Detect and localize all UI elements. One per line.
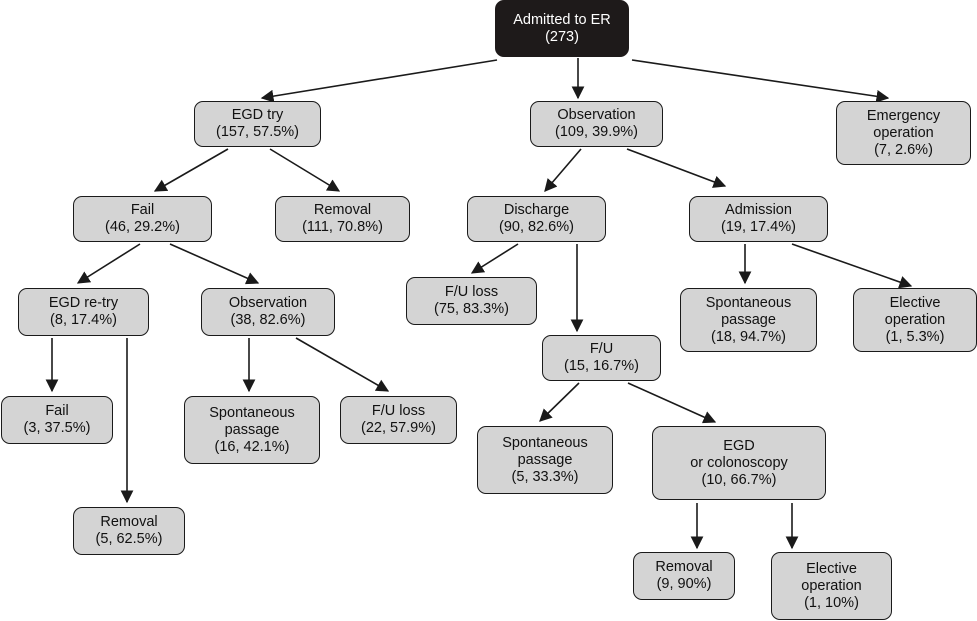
edge-observation-admission <box>626 148 727 188</box>
node-label: F/U loss <box>371 403 426 419</box>
node-label: Fail <box>130 202 155 218</box>
node-removal-2: Removal (5, 62.5%) <box>73 507 185 555</box>
node-label: EGD re-try <box>48 295 119 311</box>
node-label: Elective <box>889 294 941 311</box>
node-label: F/U <box>589 341 614 357</box>
node-spontaneous-passage-observation: Spontaneous passage (16, 42.1%) <box>184 396 320 464</box>
edge-fail-egd-retry <box>76 243 141 284</box>
node-observation-top: Observation (109, 39.9%) <box>530 101 663 147</box>
node-count: (5, 62.5%) <box>95 531 163 547</box>
node-label: or colonoscopy <box>690 454 788 471</box>
node-observation-2: Observation (38, 82.6%) <box>201 288 335 336</box>
node-count: (19, 17.4%) <box>721 219 796 235</box>
node-elective-operation-fu: Elective operation (1, 10%) <box>771 552 892 620</box>
node-label: Fail <box>45 403 69 419</box>
node-label: Removal <box>313 202 372 218</box>
node-count: (38, 82.6%) <box>230 312 306 328</box>
edge-fu-spontaneous <box>539 382 580 422</box>
node-count: (157, 57.5%) <box>215 124 300 140</box>
node-admitted-to-er: Admitted to ER (273) <box>495 0 629 57</box>
node-count: (111, 70.8%) <box>302 219 383 235</box>
node-label: passage <box>517 451 573 468</box>
node-elective-operation-admission: Elective operation (1, 5.3%) <box>853 288 977 352</box>
edge-root-emergency <box>631 59 890 103</box>
node-removal-1: Removal (111, 70.8%) <box>275 196 410 242</box>
node-count: (15, 16.7%) <box>564 358 639 374</box>
node-label: Discharge <box>503 202 570 218</box>
edge-egd-try-fail <box>153 148 229 192</box>
node-count: (9, 90%) <box>656 576 712 592</box>
node-discharge: Discharge (90, 82.6%) <box>467 196 606 242</box>
node-fu-loss-2: F/U loss (22, 57.9%) <box>340 396 457 444</box>
node-label: Removal <box>100 514 158 530</box>
node-label: operation <box>884 311 946 328</box>
node-fail-2: Fail (3, 37.5%) <box>1 396 113 444</box>
node-fu: F/U (15, 16.7%) <box>542 335 661 381</box>
node-spontaneous-passage-admission: Spontaneous passage (18, 94.7%) <box>680 288 817 352</box>
node-label: Admitted to ER <box>513 11 611 28</box>
node-count: (75, 83.3%) <box>434 301 509 317</box>
edge-discharge-fu-loss <box>470 243 519 274</box>
node-count: (7, 2.6%) <box>874 141 933 158</box>
node-count: (109, 39.9%) <box>554 124 639 140</box>
node-admission: Admission (19, 17.4%) <box>689 196 828 242</box>
node-count: (1, 10%) <box>804 594 859 611</box>
node-label: Observation <box>228 295 308 311</box>
node-egd-try: EGD try (157, 57.5%) <box>194 101 321 147</box>
node-count: (5, 33.3%) <box>511 468 579 485</box>
node-label: EGD try <box>231 107 284 123</box>
node-egd-or-colonoscopy: EGD or colonoscopy (10, 66.7%) <box>652 426 826 500</box>
node-spontaneous-passage-fu: Spontaneous passage (5, 33.3%) <box>477 426 613 494</box>
node-label: operation <box>873 124 934 141</box>
edge-observation-discharge <box>544 148 582 192</box>
node-label: F/U loss <box>444 284 499 300</box>
node-count: (8, 17.4%) <box>50 312 117 328</box>
node-label: passage <box>721 311 776 328</box>
node-label: Spontaneous <box>502 434 588 451</box>
node-label: Spontaneous <box>209 404 295 421</box>
node-emergency-operation: Emergency operation (7, 2.6%) <box>836 101 971 165</box>
node-fail-1: Fail (46, 29.2%) <box>73 196 212 242</box>
edge-fail-observation2 <box>169 243 260 285</box>
node-count: (18, 94.7%) <box>711 328 786 345</box>
node-count: (22, 57.9%) <box>361 420 436 436</box>
edge-admission-elective <box>791 243 913 289</box>
edge-egd-try-removal <box>269 148 341 192</box>
node-label: EGD <box>723 437 755 454</box>
edge-root-egd-try <box>260 59 498 103</box>
node-label: Removal <box>655 559 713 575</box>
node-label: passage <box>224 421 280 438</box>
node-label: Admission <box>725 202 792 218</box>
node-count: (46, 29.2%) <box>105 219 180 235</box>
node-egd-retry: EGD re-try (8, 17.4%) <box>18 288 149 336</box>
node-count: (273) <box>545 28 579 45</box>
node-label: Spontaneous <box>705 294 792 311</box>
node-count: (10, 66.7%) <box>701 471 777 488</box>
node-count: (1, 5.3%) <box>885 328 945 345</box>
edge-observation2-fu-loss <box>295 337 390 392</box>
edge-fu-egd-colon <box>627 382 717 424</box>
node-count: (90, 82.6%) <box>499 219 574 235</box>
node-removal-3: Removal (9, 90%) <box>633 552 735 600</box>
node-count: (16, 42.1%) <box>214 438 290 455</box>
node-label: Emergency <box>866 107 941 124</box>
node-label: operation <box>801 577 862 594</box>
node-label: Elective <box>806 560 857 577</box>
node-count: (3, 37.5%) <box>23 420 91 436</box>
node-label: Observation <box>557 107 636 123</box>
node-fu-loss-1: F/U loss (75, 83.3%) <box>406 277 537 325</box>
